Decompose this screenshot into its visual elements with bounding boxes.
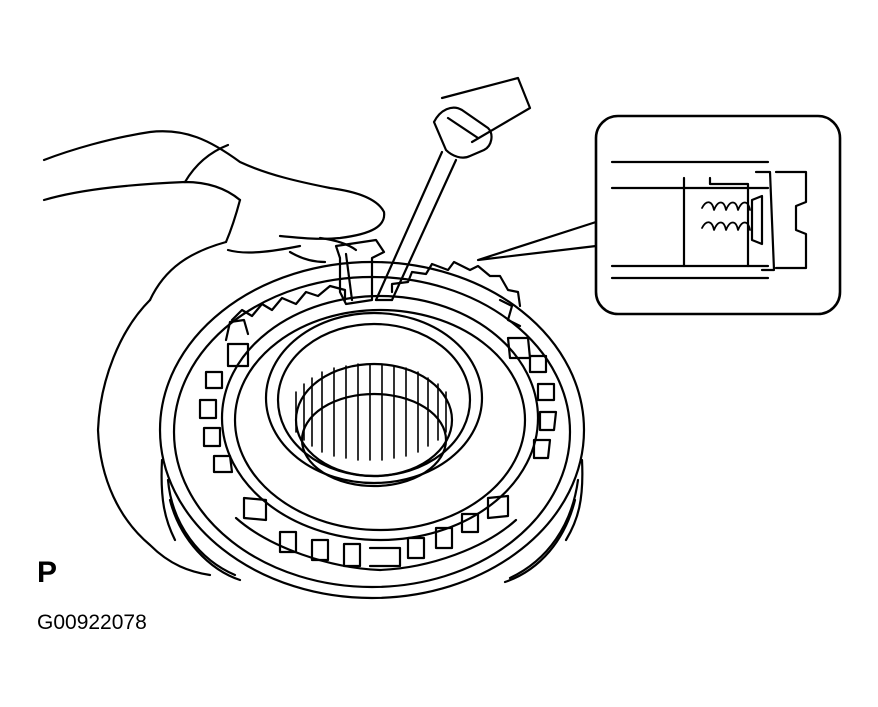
view-code-label: P [37, 556, 58, 589]
hand-icon [42, 130, 386, 577]
key-spring-detail-icon [476, 114, 842, 316]
needle-bearing-icon [264, 311, 484, 488]
screwdriver-icon [374, 76, 532, 302]
figure-id-label: G00922078 [37, 611, 147, 634]
shifting-key-icon [334, 238, 386, 306]
